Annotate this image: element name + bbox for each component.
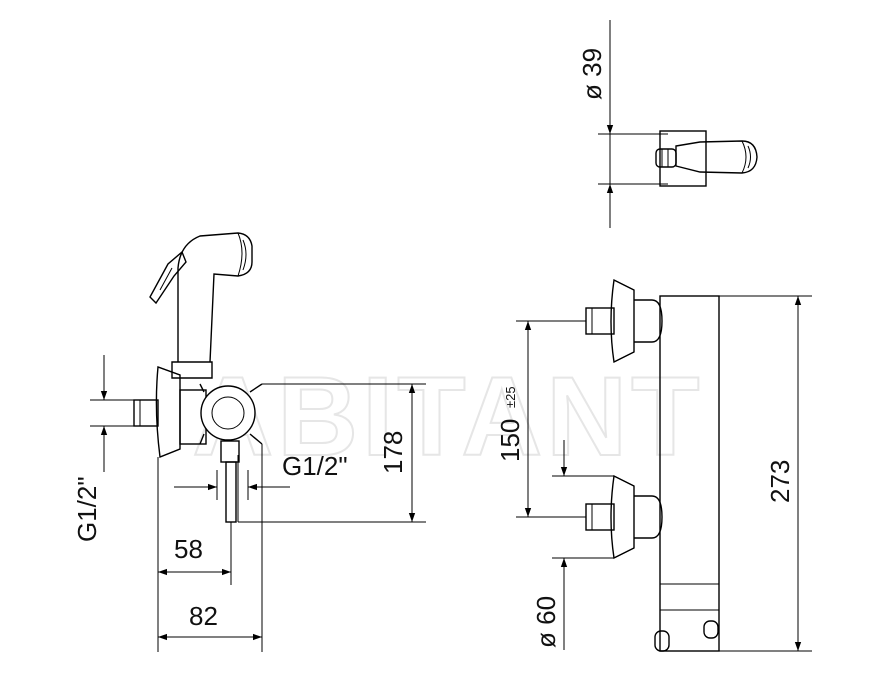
dim-depth-58: 58 bbox=[174, 534, 203, 564]
dim-spacing-150: 150 bbox=[495, 419, 525, 462]
dim-spacing-tolerance: ±25 bbox=[503, 386, 518, 408]
dim-height-178: 178 bbox=[378, 431, 408, 474]
top-view: ø 39 bbox=[577, 20, 758, 228]
dim-total-height-273: 273 bbox=[765, 460, 795, 503]
front-view: 150 ±25 ø 60 273 bbox=[495, 278, 812, 652]
watermark: ABITANT bbox=[192, 354, 703, 479]
dim-diameter-60: ø 60 bbox=[531, 596, 561, 648]
dim-depth-82: 82 bbox=[189, 601, 218, 631]
dim-thread-left: G1/2" bbox=[72, 476, 102, 542]
side-view: G1/2" G1/2" 178 58 82 bbox=[72, 232, 426, 652]
dim-diameter-39: ø 39 bbox=[577, 48, 607, 100]
dim-thread-bottom: G1/2" bbox=[282, 451, 348, 481]
